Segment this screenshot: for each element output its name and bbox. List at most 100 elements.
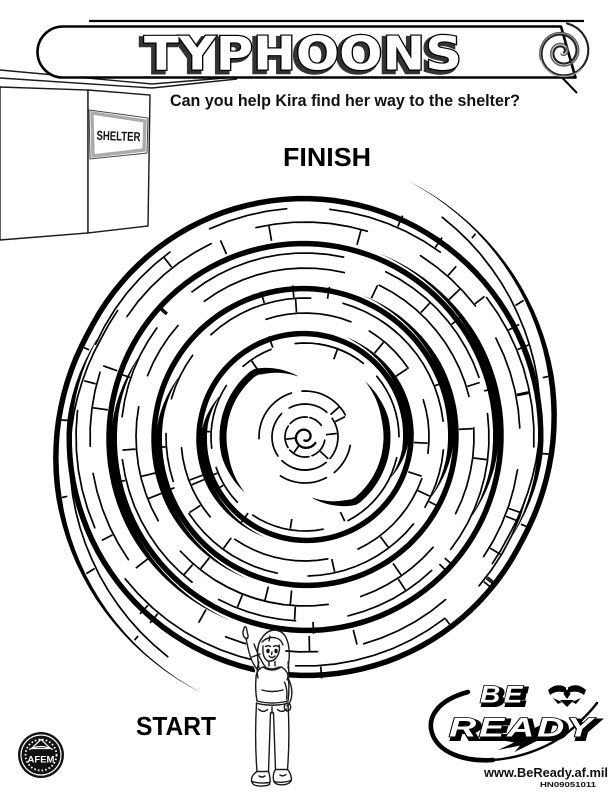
maze-stub <box>289 518 293 529</box>
typhoon-spiral-icon <box>539 22 590 78</box>
maze-ring-wall <box>75 409 96 529</box>
afem-swoosh <box>28 745 54 751</box>
maze-stub <box>473 457 487 461</box>
maze-ring-wall <box>217 598 297 622</box>
be-ready-logo: BE BE READY READY www.BeReady.af.mil HN0… <box>428 681 608 789</box>
maze-stub <box>200 557 211 570</box>
maze-stub <box>485 577 497 587</box>
maze-ring-wall <box>359 546 434 598</box>
maze-stub <box>434 237 443 248</box>
maze-ring-wall <box>251 514 325 532</box>
kira-smile <box>268 655 276 659</box>
maze-stub <box>189 504 201 514</box>
maze-ring-wall <box>384 270 480 379</box>
maze-stub <box>474 295 486 305</box>
maze-stub <box>508 323 520 331</box>
maze-stub <box>197 609 207 624</box>
maze-ring-wall <box>333 444 352 474</box>
maze-ring-wall <box>126 242 212 318</box>
afem-badge: AFEM <box>18 732 64 778</box>
kira-pointing-hand <box>242 626 249 640</box>
maze-stub <box>191 478 205 486</box>
maze-ring-wall <box>347 569 433 617</box>
kira-right-shoe <box>272 768 293 786</box>
maze-ring-wall <box>284 425 290 449</box>
maze-stub <box>516 392 529 397</box>
maze-stub <box>451 316 462 325</box>
maze-ring-wall <box>242 348 272 368</box>
maze-ring-wall <box>378 284 470 398</box>
maze-stub <box>373 341 385 354</box>
maze-ring-wall <box>347 456 398 522</box>
maze-stub <box>356 230 362 246</box>
title-banner: TYPHOONS TYPHOONS <box>36 19 590 94</box>
maze-ring-wall <box>478 497 527 587</box>
shelter-sign-gray-border <box>90 111 147 158</box>
maze-ring-wall <box>234 538 329 562</box>
maze-stub <box>250 360 258 370</box>
maze-stub <box>259 291 266 304</box>
maze-stub <box>118 372 131 379</box>
maze-stub <box>102 364 118 372</box>
maze-ring-wall <box>208 207 288 230</box>
maze-ring-wall <box>482 468 519 558</box>
maze-ring-wall <box>121 327 158 418</box>
maze-stub <box>236 594 244 608</box>
typhoon-maze <box>53 181 557 693</box>
maze-stub <box>189 474 204 481</box>
maze-stub <box>486 576 498 586</box>
kira-shirt <box>254 666 264 702</box>
maze-stub <box>264 586 270 601</box>
maze-stub <box>162 486 175 493</box>
maze-ring-wall <box>214 579 330 607</box>
maze-horn-ladder <box>542 375 549 379</box>
maze-stub <box>122 448 136 451</box>
maze-stub <box>508 507 521 514</box>
shelter-sign: SHELTER <box>88 109 149 160</box>
maze-stub <box>268 225 273 241</box>
maze-ring-wall <box>380 320 444 423</box>
maze-stub <box>267 336 274 348</box>
maze-stub <box>339 511 346 522</box>
maze-stub <box>212 484 224 493</box>
maze-horn-ladder <box>61 495 68 499</box>
maze-stub <box>198 430 211 433</box>
maze-stub <box>219 240 228 255</box>
maze-ring-wall <box>255 221 369 233</box>
maze-horn-ladder <box>520 523 527 528</box>
logo-jet <box>498 725 547 752</box>
maze-ring-wall <box>375 375 400 438</box>
maze-stub <box>326 286 331 299</box>
ready-word-shadow: READY <box>452 715 599 745</box>
maze-ring-wall <box>210 297 312 336</box>
maze-stub <box>516 391 529 396</box>
maze-stub <box>395 367 408 378</box>
maze-stub <box>438 563 449 574</box>
shelter-sign-text: SHELTER <box>96 128 141 145</box>
maze-ring-wall <box>92 472 130 561</box>
maze-ring-wall <box>419 254 477 307</box>
maze-ring-wall <box>135 405 160 522</box>
maze-stub <box>163 257 173 268</box>
start-label: START <box>136 711 216 741</box>
maze-stub <box>434 380 447 387</box>
maze-eye-curl <box>294 428 317 449</box>
maze-horn-ladder <box>133 635 139 641</box>
maze-stub <box>330 558 336 572</box>
maze-stub <box>325 432 337 436</box>
kira-left-shoe <box>250 770 271 787</box>
maze-stub <box>148 492 163 500</box>
maze-stub <box>420 302 431 314</box>
maze-ring-wall <box>265 312 352 323</box>
maze-ring-wall <box>449 412 490 551</box>
kira-raised-arm <box>245 637 259 671</box>
ready-word: READY <box>449 713 596 743</box>
maze-stub <box>333 349 339 360</box>
kira-backing <box>240 626 294 787</box>
kira-right-eye <box>274 648 278 654</box>
maze-stub <box>517 344 530 351</box>
prompt-text: Can you help Kira find her way to the sh… <box>170 92 520 110</box>
be-ready-url: www.BeReady.af.mil <box>483 765 608 780</box>
maze-stub <box>319 666 323 679</box>
